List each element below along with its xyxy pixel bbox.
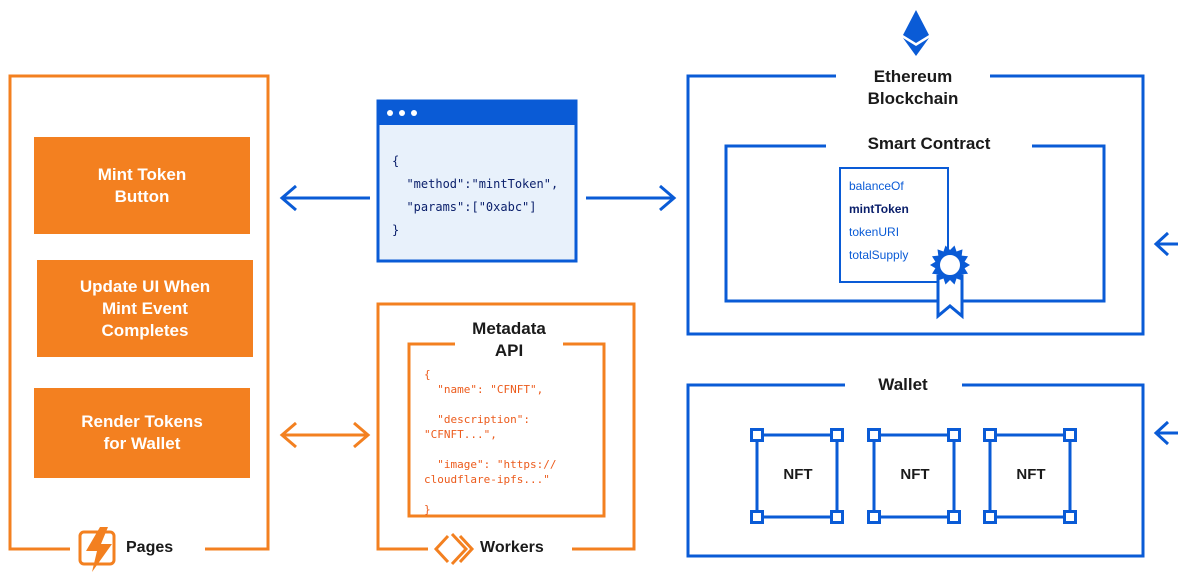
ethereum-title: Ethereum Blockchain [838,66,988,110]
request-window [376,99,578,263]
workers-container [376,302,636,551]
request-code: { "method":"mintToken", "params":["0xabc… [392,154,559,237]
nft-boxes [750,428,1077,524]
fn-totalsupply: totalSupply [849,248,909,262]
nft-handle [867,428,881,442]
contract-document [839,167,949,283]
ethereum-logo-icon [903,10,929,56]
ethereum-container [686,74,1145,336]
mint-token-button[interactable]: Mint Token Button [34,137,250,234]
nft-box-1 [755,433,839,519]
chevron-logo-icon [433,532,475,566]
fn-tokenuri: tokenURI [849,225,900,239]
nft-handle [983,510,997,524]
nft-handle [947,510,961,524]
request-arrows [279,184,677,212]
pages-container [8,74,270,551]
metadata-code: { "name": "CFNFT", "description": "CFNFT… [424,368,557,516]
wallet-title: Wallet [846,374,960,396]
nft-handle [947,428,961,442]
nft-label-2: NFT [900,466,930,483]
smart-contract-title: Smart Contract [828,133,1030,155]
nft-handle [750,428,764,442]
nft-box-3 [988,433,1072,519]
metadata-api-title: Metadata API [456,318,562,362]
workers-double-arrow [279,421,371,449]
nft-handle [830,510,844,524]
nft-box-2 [872,433,956,519]
certificate-ribbon-icon [930,245,970,320]
fn-minttoken: mintToken [849,202,909,216]
nft-handle [750,510,764,524]
nft-handle [1063,428,1077,442]
workers-label: Workers [480,539,544,556]
render-tokens-button[interactable]: Render Tokens for Wallet [34,388,250,478]
nft-handle [1063,510,1077,524]
pages-label: Pages [126,539,174,556]
nft-handle [830,428,844,442]
fn-balanceof: balanceOf [849,179,904,193]
wallet-container [686,383,1145,558]
update-ui-button[interactable]: Update UI When Mint Event Completes [37,260,253,357]
nft-label-3: NFT [1016,466,1046,483]
right-edge-arrows [1153,231,1178,446]
nft-handle [867,510,881,524]
lightning-bolt-icon [78,527,116,572]
nft-label-1: NFT [783,466,813,483]
nft-handle [983,428,997,442]
